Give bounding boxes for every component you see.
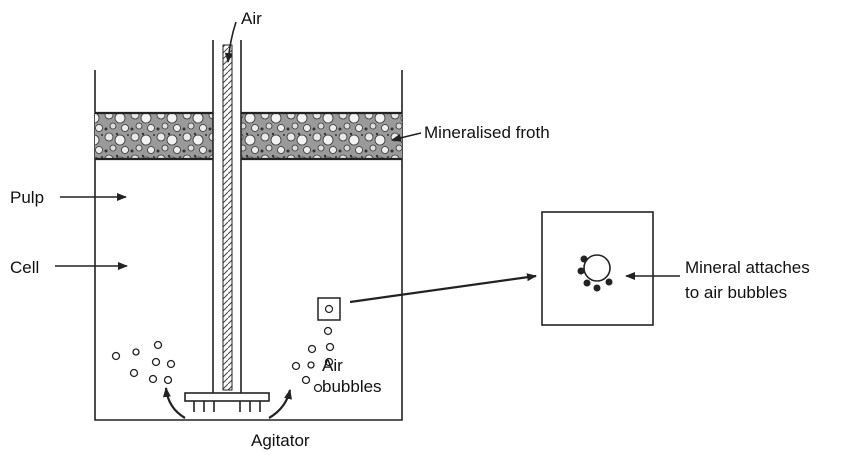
cell-label: Cell (10, 258, 39, 277)
air-bubbles-label-line2: bubbles (322, 377, 382, 396)
froth-label: Mineralised froth (424, 123, 550, 142)
detail-source-box (317, 297, 341, 321)
mineral-label-line2: to air bubbles (685, 283, 787, 302)
froth-arrow (391, 132, 422, 142)
air-shaft (212, 40, 242, 395)
enlarged-inset (541, 211, 654, 326)
zoom-arrow (349, 273, 537, 304)
air-inlet-arrow (224, 21, 237, 63)
air-bubbles-left (111, 340, 176, 385)
cell-tank (94, 70, 403, 421)
pulp-label: Pulp (10, 188, 44, 207)
air-label: Air (241, 9, 262, 28)
air-bubbles-label-line1: Air (322, 356, 343, 375)
mineral-label-line1: Mineral attaches (685, 258, 810, 277)
froth-layer (95, 111, 402, 161)
air-bubbles-right (291, 326, 335, 393)
agitator-label: Agitator (251, 431, 310, 450)
agitator (162, 387, 292, 419)
